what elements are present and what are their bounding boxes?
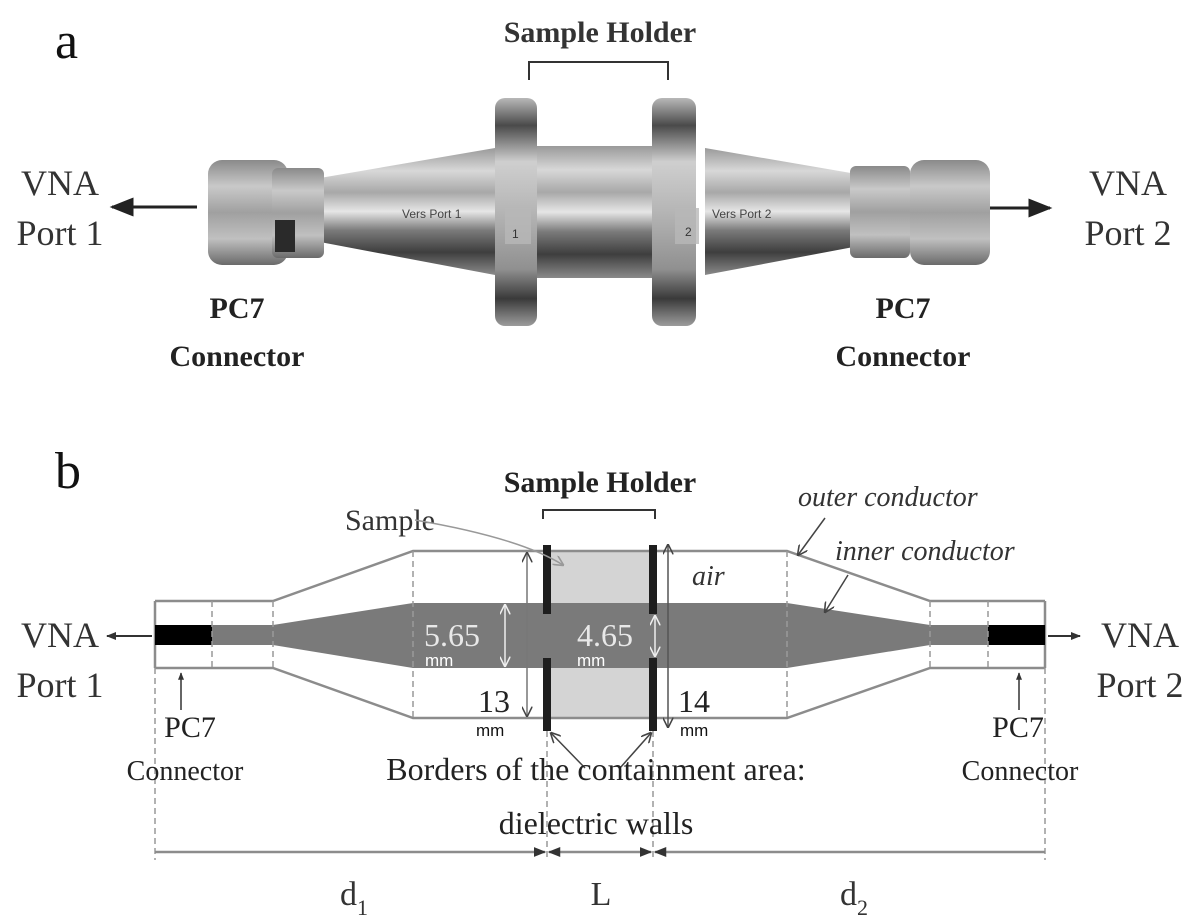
segment-L: L bbox=[591, 876, 612, 913]
central-tube bbox=[535, 146, 667, 278]
inner-conductor-arrow bbox=[825, 574, 849, 612]
panel-a: a Sample Holder VNA Port 1 VNA Port 2 PC… bbox=[16, 13, 1171, 373]
right-cone bbox=[705, 148, 880, 275]
dim-outer-left-value: 13 bbox=[478, 683, 510, 719]
dielectric-wall-right-top bbox=[649, 545, 657, 614]
outer-conductor-arrow bbox=[798, 517, 826, 555]
dim-outer-right-value: 14 bbox=[678, 683, 710, 719]
left-cone bbox=[320, 148, 495, 275]
pc7-pin-right bbox=[988, 625, 1045, 645]
vna-port1-label-b-line1: VNA bbox=[21, 615, 99, 655]
panel-b: b Sample Holder bbox=[16, 443, 1183, 920]
dim-inner-right-value: 4.65 bbox=[577, 617, 633, 653]
sample-holder-bracket-b bbox=[542, 509, 656, 519]
dim-outer-left-unit: mm bbox=[476, 721, 504, 740]
flange-plate-left bbox=[505, 208, 531, 244]
walls-arrow-left bbox=[551, 733, 586, 769]
segment-d1: d1 bbox=[340, 876, 368, 920]
vna-port2-label-b-line2: Port 2 bbox=[1096, 665, 1183, 705]
pc7-label-a-left-line2: Connector bbox=[170, 340, 305, 373]
right-flange bbox=[652, 98, 696, 326]
left-connector-nut bbox=[208, 160, 288, 265]
right-connector-hex bbox=[850, 166, 910, 258]
vna-port2-label-a-line1: VNA bbox=[1089, 163, 1167, 203]
engraving-vers-port1: Vers Port 1 bbox=[402, 207, 462, 221]
vna-port2-label-b-line1: VNA bbox=[1101, 615, 1179, 655]
pc7-label-b-left-line2: Connector bbox=[127, 756, 244, 787]
dim-inner-right-unit: mm bbox=[577, 651, 605, 670]
flange-mark-2: 2 bbox=[685, 225, 692, 239]
dim-outer-right-unit: mm bbox=[680, 721, 708, 740]
walls-caption-line1: Borders of the containment area: bbox=[386, 751, 805, 787]
pc7-label-a-right-line2: Connector bbox=[836, 340, 971, 373]
flange-plate-right bbox=[675, 208, 699, 244]
pc7-label-b-left-line1: PC7 bbox=[164, 711, 216, 744]
pc7-label-a-right-line1: PC7 bbox=[876, 292, 931, 325]
segment-d2: d2 bbox=[840, 876, 868, 920]
air-label: air bbox=[692, 561, 725, 592]
pc7-label-b-right-line1: PC7 bbox=[992, 711, 1044, 744]
engraving-vers-port2: Vers Port 2 bbox=[712, 207, 772, 221]
flange-mark-1: 1 bbox=[512, 227, 519, 241]
walls-arrow-right bbox=[619, 733, 651, 769]
sample-holder-bracket-a bbox=[528, 61, 669, 80]
dielectric-wall-left-bottom bbox=[543, 658, 551, 731]
inner-conductor-label: inner conductor bbox=[835, 536, 1015, 567]
section-dashed-lines bbox=[154, 551, 1046, 860]
dim-inner-left-unit: mm bbox=[425, 651, 453, 670]
vna-port1-label-b-line2: Port 1 bbox=[16, 665, 103, 705]
dielectric-wall-right-bottom bbox=[649, 658, 657, 731]
dielectric-wall-left-top bbox=[543, 545, 551, 614]
panel-a-label: a bbox=[55, 13, 78, 70]
pc7-pin-left bbox=[155, 625, 212, 645]
vna-port2-label-a-line2: Port 2 bbox=[1084, 213, 1171, 253]
vna-port1-label-a-line1: VNA bbox=[21, 163, 99, 203]
panel-b-title: Sample Holder bbox=[504, 466, 697, 499]
pc7-label-a-left-line1: PC7 bbox=[210, 292, 265, 325]
dim-inner-left-value: 5.65 bbox=[424, 617, 480, 653]
inner-conductor bbox=[212, 603, 988, 668]
panel-a-title: Sample Holder bbox=[504, 16, 697, 49]
vna-port1-label-a-line2: Port 1 bbox=[16, 213, 103, 253]
walls-caption-line2: dielectric walls bbox=[499, 805, 694, 841]
pc7-label-b-right-line2: Connector bbox=[962, 756, 1079, 787]
sample-arrow bbox=[414, 519, 563, 565]
sample-holder-photo: 1 2 Vers Port 1 Vers Port 2 bbox=[208, 98, 990, 326]
left-hex-shadow bbox=[275, 220, 295, 252]
panel-b-label: b bbox=[55, 443, 81, 500]
right-connector-nut bbox=[910, 160, 990, 265]
outer-conductor-label: outer conductor bbox=[798, 482, 978, 513]
